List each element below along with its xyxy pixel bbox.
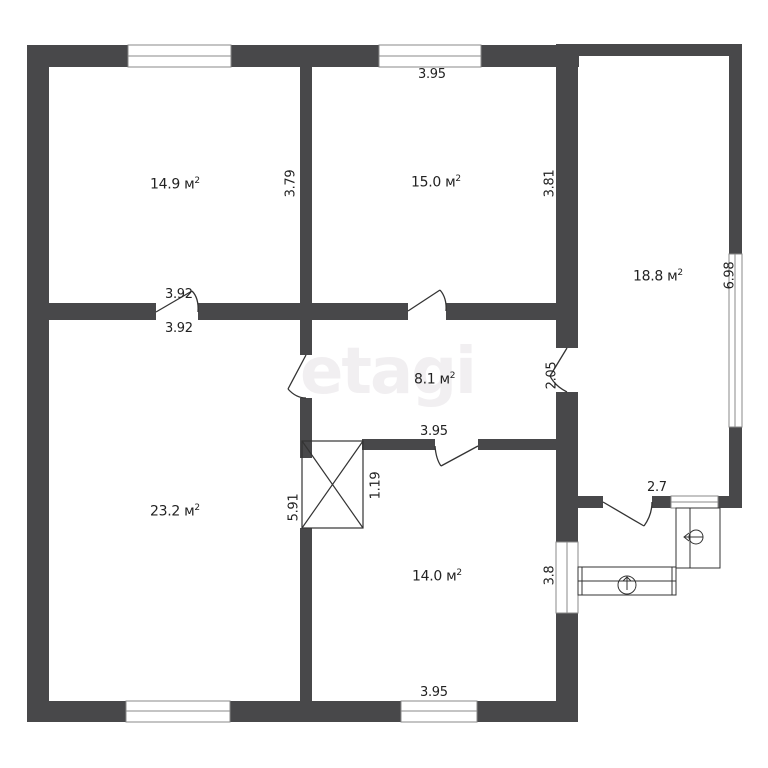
- dimension-label: 3.95: [418, 67, 446, 82]
- shaft: [301, 440, 364, 529]
- watermark: etagi: [300, 335, 477, 409]
- room-area-label: 15.0 м2: [411, 174, 461, 191]
- room-area-label: 23.2 м2: [150, 503, 200, 520]
- dimension-label: 3.92: [165, 287, 193, 302]
- dimension-label: 3.92: [165, 321, 193, 336]
- dimension-label: 3.79: [283, 169, 299, 198]
- dimension-label: 3.95: [420, 685, 448, 700]
- doors: [155, 289, 653, 527]
- dimension-label: 6.98: [722, 261, 738, 290]
- dimension-label: 2.7: [647, 480, 667, 495]
- windows: [125, 44, 743, 723]
- room-area-label: 14.9 м2: [150, 176, 200, 193]
- walls: [27, 44, 742, 722]
- dimension-label: 5.91: [286, 493, 302, 522]
- room-area-label: 14.0 м2: [412, 568, 462, 585]
- dimension-label: 2.05: [544, 361, 560, 390]
- steps: [577, 507, 721, 596]
- dimension-label: 1.19: [368, 471, 384, 500]
- dimension-label: 3.81: [542, 169, 558, 198]
- dimension-label: 3.95: [420, 424, 448, 439]
- dimension-label: 3.8: [542, 565, 558, 586]
- room-area-label: 18.8 м2: [633, 268, 683, 285]
- room-area-label: 8.1 м2: [414, 371, 456, 388]
